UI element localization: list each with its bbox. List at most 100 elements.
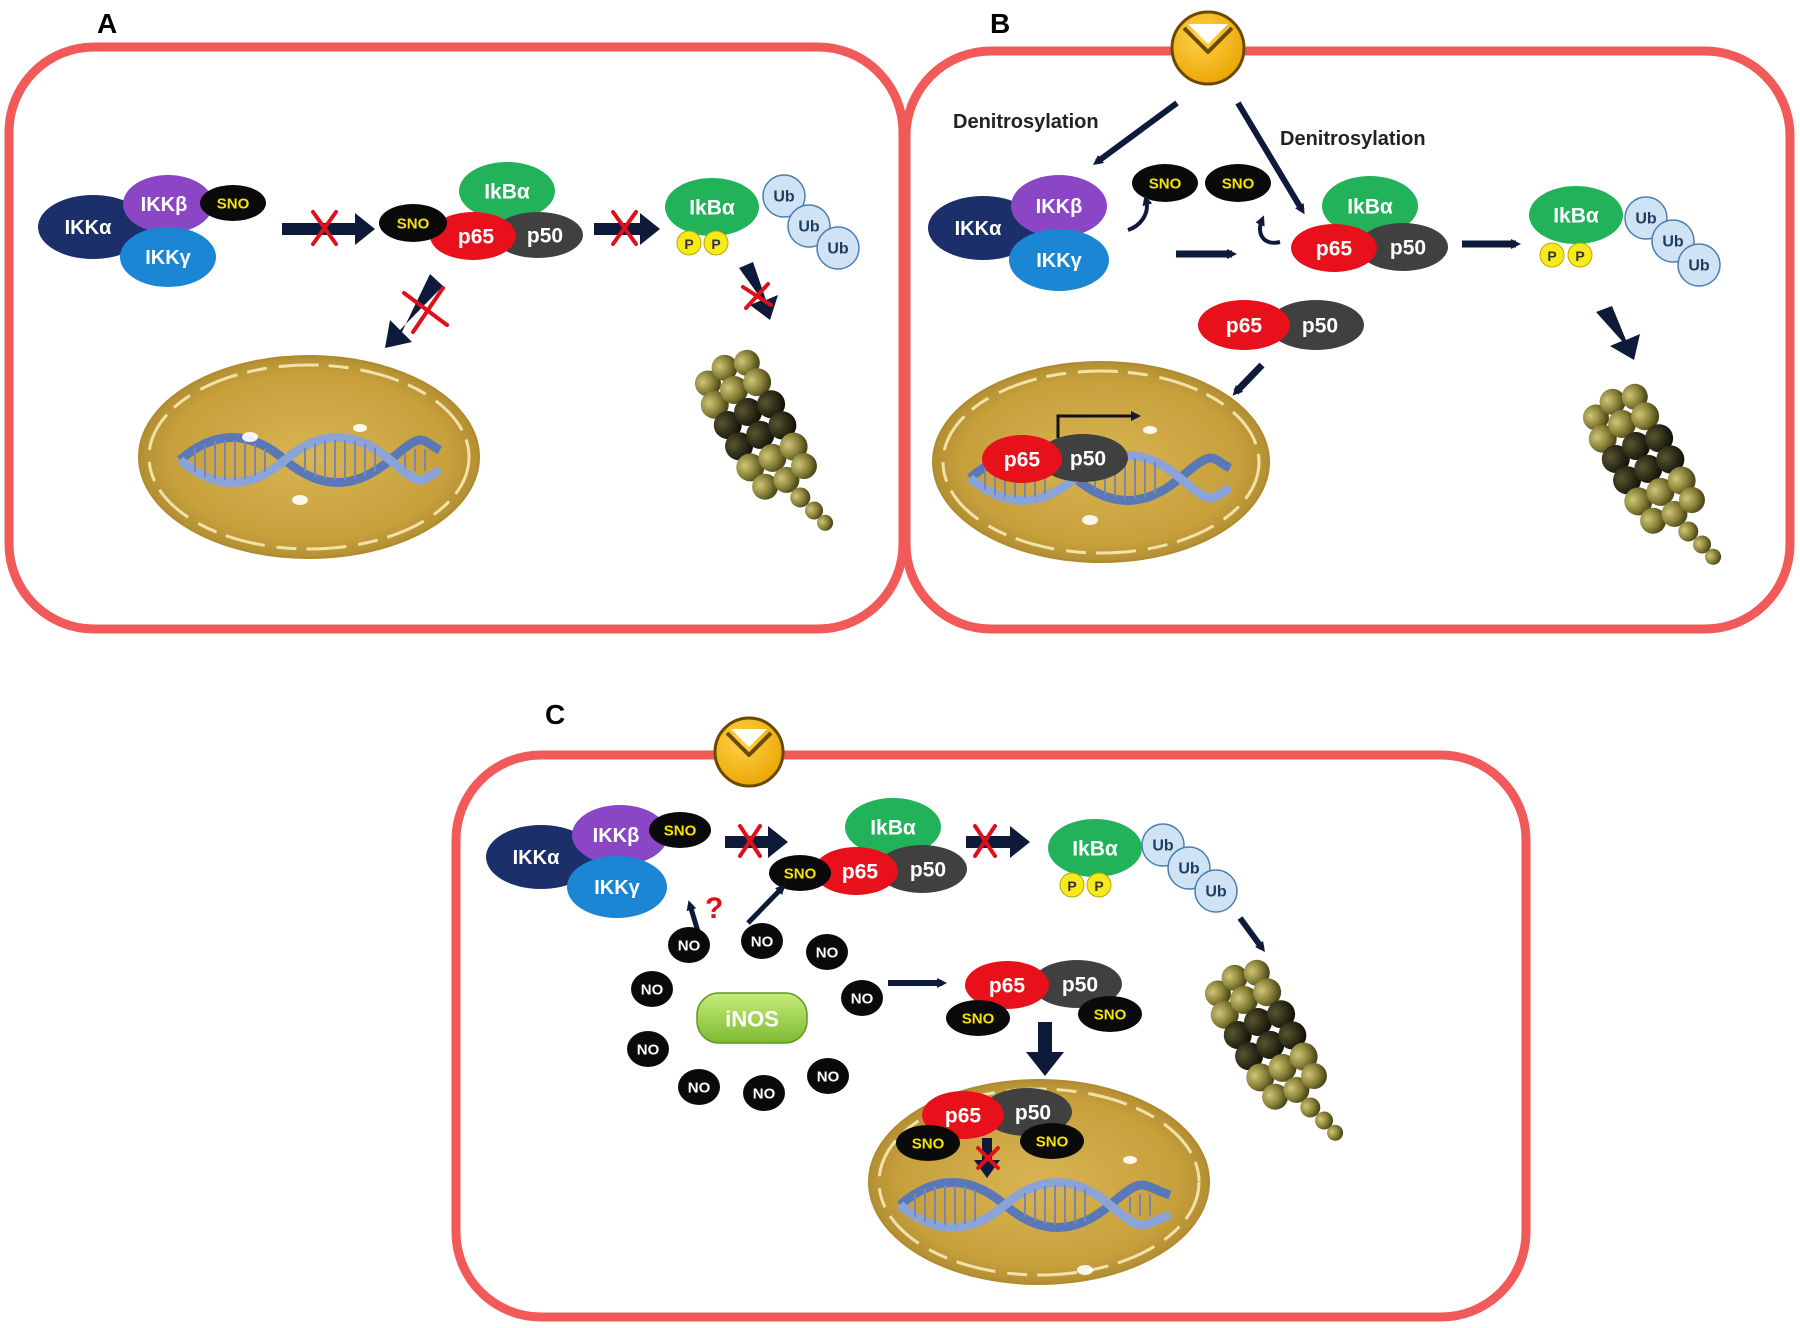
phospho-ikb-ubiquitin: IkBα P P Ub Ub Ub <box>1529 186 1721 287</box>
arrow <box>746 884 786 925</box>
ikk-beta-label: IKKβ <box>593 825 640 847</box>
ub-label: Ub <box>1178 861 1200 878</box>
thick-arrow <box>282 213 375 245</box>
ikk-gamma <box>120 227 216 287</box>
ubiquitin <box>762 174 806 218</box>
ikk-beta <box>123 175 213 233</box>
no-label: NO <box>637 1042 660 1059</box>
ub-label: Ub <box>1152 838 1174 855</box>
ikk-alpha-label: IKKα <box>955 218 1002 240</box>
ikk-alpha <box>486 825 596 889</box>
inos-label: iNOS <box>725 1007 779 1032</box>
nitric-oxide <box>743 1075 785 1111</box>
p50-label: p50 <box>1302 315 1338 338</box>
nitrosylated-nfkb-dimer: p50 p65 SNO SNO <box>946 960 1142 1036</box>
ikb-alpha <box>459 162 555 220</box>
p50 <box>1032 960 1122 1008</box>
phospho-p-label: P <box>1575 248 1584 264</box>
sno-label: SNO <box>217 196 250 213</box>
p50-label: p50 <box>1390 237 1426 260</box>
nitric-oxide <box>741 923 783 959</box>
phospho-p-label: P <box>684 236 693 252</box>
question-mark: ? <box>705 892 723 925</box>
ikk-alpha <box>38 195 148 259</box>
denitrosylation-label-left: Denitrosylation <box>953 111 1099 133</box>
ikb-alpha-label: IkBα <box>484 181 530 204</box>
p50-label: p50 <box>910 859 946 882</box>
thick-arrow <box>1596 306 1640 360</box>
ikk-complex: IKKα IKKβ IKKγ <box>928 175 1109 291</box>
sno-tag <box>769 855 831 891</box>
p65 <box>1198 300 1290 350</box>
p65 <box>430 212 516 260</box>
sno-tag <box>379 204 447 242</box>
block-x <box>611 210 638 246</box>
ikb-alpha <box>1322 176 1418 236</box>
sno-label: SNO <box>1149 176 1182 193</box>
sno-label: SNO <box>784 866 817 883</box>
sno-tag <box>896 1125 960 1161</box>
p50 <box>1268 300 1364 350</box>
nitric-oxide <box>627 1031 669 1067</box>
panel-c: IKKα IKKβ IKKγ SNO IkBα p50 p65 SNO <box>486 716 1344 1285</box>
no-label: NO <box>688 1080 711 1097</box>
ikb-alpha-label: IkBα <box>689 197 735 220</box>
nucleus <box>138 355 480 559</box>
no-label: NO <box>751 934 774 951</box>
p65-label: p65 <box>1004 449 1041 472</box>
sno-tag <box>649 812 711 848</box>
arrow <box>1232 362 1265 396</box>
phospho-ikb-ubiquitin: IkBα P P Ub Ub Ub <box>665 174 860 270</box>
curved-release-arrow <box>1127 195 1153 232</box>
nitric-oxide <box>668 927 710 963</box>
sno-tag <box>200 185 266 221</box>
cell-b-membrane <box>901 46 1795 634</box>
panel-b-letter: B <box>990 8 1010 39</box>
phospho-p <box>703 230 729 256</box>
block-x <box>311 210 338 246</box>
p50-label: p50 <box>1015 1102 1051 1125</box>
p50 <box>493 212 583 258</box>
phospho-ikb-ubiquitin: IkBα P P Ub Ub Ub <box>1048 819 1238 913</box>
ikk-complex: IKKα IKKβ IKKγ SNO <box>38 175 266 287</box>
receptor-icon <box>713 716 785 788</box>
nucleus: p50 p65 SNO SNO <box>868 1079 1210 1285</box>
cell-c-membrane <box>451 750 1531 1322</box>
thick-arrow <box>966 826 1030 858</box>
ikb-alpha <box>1529 186 1623 244</box>
ubiquitin <box>816 226 860 270</box>
p65-label: p65 <box>945 1105 982 1128</box>
phospho-p <box>676 230 702 256</box>
ikb-alpha-label: IkBα <box>1072 838 1118 861</box>
phospho-p <box>1567 242 1593 268</box>
ub-label: Ub <box>798 219 820 236</box>
p50-label: p50 <box>1062 974 1098 997</box>
ikb-alpha-label: IkBα <box>870 817 916 840</box>
ubiquitin <box>1194 869 1238 913</box>
sno-tag <box>1078 996 1142 1032</box>
cell-a-membrane <box>4 42 908 634</box>
phospho-p <box>1086 872 1112 898</box>
ub-label: Ub <box>1205 884 1227 901</box>
p50-label: p50 <box>527 225 563 248</box>
proteasome <box>1204 959 1344 1141</box>
ub-label: Ub <box>1635 211 1657 228</box>
p50 <box>1038 434 1128 482</box>
p65-label: p65 <box>1316 238 1353 261</box>
p65-label: p65 <box>989 975 1026 998</box>
sno-label: SNO <box>1222 176 1255 193</box>
ub-label: Ub <box>1688 258 1710 275</box>
panel-b: Denitrosylation Denitrosylation IKKα IKK… <box>928 10 1722 565</box>
p65 <box>965 961 1049 1009</box>
phospho-p-label: P <box>1547 248 1556 264</box>
ikb-alpha-label: IkBα <box>1553 205 1599 228</box>
panel-c-letter: C <box>545 699 565 730</box>
nucleus: p50 p65 <box>932 361 1270 563</box>
ikb-alpha <box>845 798 941 856</box>
receptor-icon <box>1170 10 1246 86</box>
free-nfkb-dimer: p50 p65 <box>1198 300 1364 350</box>
inos-enzyme <box>696 992 808 1044</box>
block-x <box>402 286 449 334</box>
nitric-oxide <box>807 1058 849 1094</box>
